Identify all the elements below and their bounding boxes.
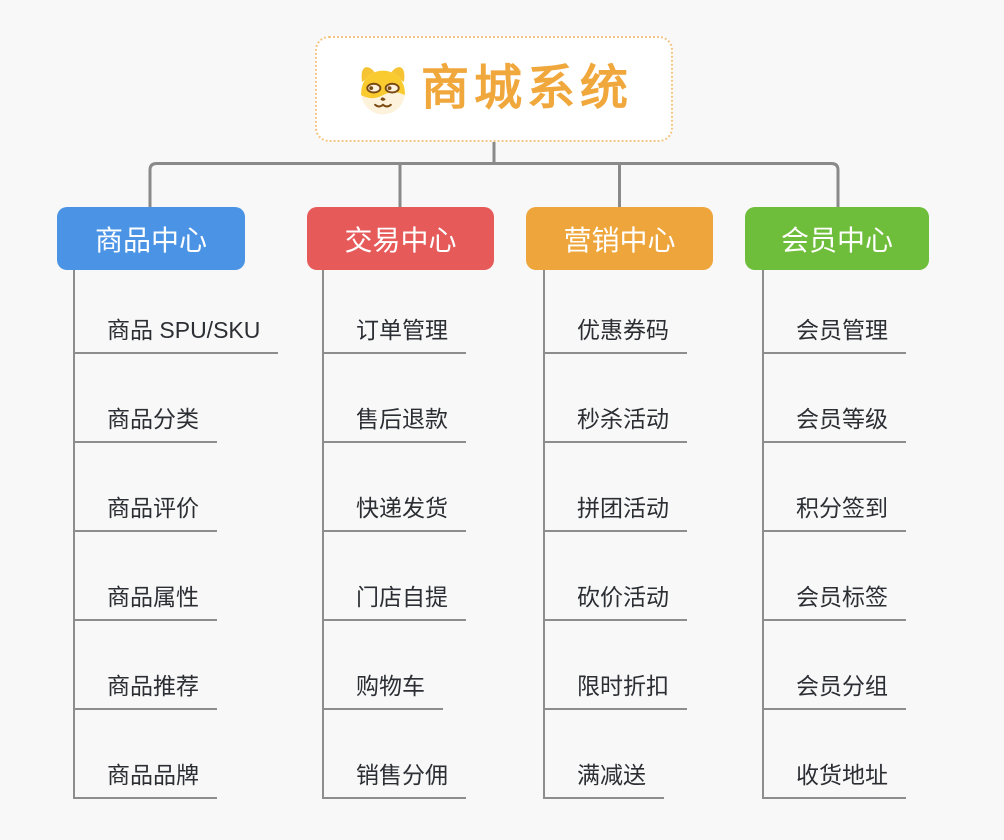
leaf-node[interactable]: 销售分佣: [324, 761, 466, 799]
leaf-node[interactable]: 快递发货: [324, 494, 466, 532]
branch-label: 商品中心: [94, 224, 207, 256]
leaf-node[interactable]: 会员标签: [764, 583, 906, 621]
leaf-row: 限时折扣: [545, 621, 687, 710]
leaf-node[interactable]: 商品评价: [75, 494, 217, 532]
leaf-row: 优惠券码: [545, 270, 687, 354]
root-node[interactable]: 商城系统: [315, 36, 673, 142]
leaf-row: 收货地址: [764, 710, 906, 799]
branch-node-marketing-center[interactable]: 营销中心: [526, 207, 713, 270]
branch-node-product-center[interactable]: 商品中心: [57, 207, 245, 270]
leaf-column-member-center: 会员管理 会员等级 积分签到 会员标签 会员分组 收货地址: [762, 270, 906, 799]
leaf-row: 订单管理: [324, 270, 466, 354]
leaf-column-trade-center: 订单管理 售后退款 快递发货 门店自提 购物车 销售分佣: [322, 270, 466, 799]
leaf-node[interactable]: 商品属性: [75, 583, 217, 621]
leaf-node[interactable]: 积分签到: [764, 494, 906, 532]
leaf-node[interactable]: 满减送: [545, 761, 664, 799]
leaf-row: 砍价活动: [545, 532, 687, 621]
leaf-node[interactable]: 商品推荐: [75, 672, 217, 710]
leaf-row: 会员分组: [764, 621, 906, 710]
leaf-row: 积分签到: [764, 443, 906, 532]
leaf-node[interactable]: 订单管理: [324, 316, 466, 354]
leaf-node[interactable]: 收货地址: [764, 761, 906, 799]
leaf-row: 商品评价: [75, 443, 278, 532]
leaf-node[interactable]: 秒杀活动: [545, 405, 687, 443]
leaf-row: 会员等级: [764, 354, 906, 443]
leaf-node[interactable]: 售后退款: [324, 405, 466, 443]
leaf-row: 商品推荐: [75, 621, 278, 710]
leaf-row: 会员管理: [764, 270, 906, 354]
leaf-row: 购物车: [324, 621, 466, 710]
dog-face-icon: [361, 67, 405, 115]
leaf-column-product-center: 商品 SPU/SKU 商品分类 商品评价 商品属性 商品推荐 商品品牌: [73, 270, 279, 799]
leaf-node[interactable]: 购物车: [324, 672, 443, 710]
leaf-column-marketing-center: 优惠券码 秒杀活动 拼团活动 砍价活动 限时折扣 满减送: [543, 270, 687, 799]
branch-bus-line: [148, 162, 840, 208]
branch-label: 会员中心: [780, 224, 893, 256]
branch-label: 交易中心: [344, 224, 457, 256]
root-title: 商城系统: [420, 62, 633, 115]
leaf-node[interactable]: 商品品牌: [75, 761, 217, 799]
leaf-row: 满减送: [545, 710, 687, 799]
leaf-row: 会员标签: [764, 532, 906, 621]
leaf-row: 拼团活动: [545, 443, 687, 532]
leaf-row: 商品属性: [75, 532, 278, 621]
leaf-row: 商品品牌: [75, 710, 278, 799]
branch-node-trade-center[interactable]: 交易中心: [307, 207, 494, 270]
leaf-row: 售后退款: [324, 354, 466, 443]
leaf-node[interactable]: 会员管理: [764, 316, 906, 354]
leaf-row: 商品分类: [75, 354, 278, 443]
leaf-node[interactable]: 商品 SPU/SKU: [75, 316, 279, 354]
leaf-row: 商品 SPU/SKU: [75, 270, 279, 354]
leaf-node[interactable]: 商品分类: [75, 405, 217, 443]
branch-node-member-center[interactable]: 会员中心: [745, 207, 929, 270]
leaf-node[interactable]: 门店自提: [324, 583, 466, 621]
leaf-node[interactable]: 限时折扣: [545, 672, 687, 710]
branch-label: 营销中心: [563, 224, 676, 256]
leaf-node[interactable]: 会员等级: [764, 405, 906, 443]
leaf-node[interactable]: 优惠券码: [545, 316, 687, 354]
leaf-node[interactable]: 拼团活动: [545, 494, 687, 532]
leaf-row: 门店自提: [324, 532, 466, 621]
leaf-node[interactable]: 砍价活动: [545, 583, 687, 621]
leaf-node[interactable]: 会员分组: [764, 672, 906, 710]
leaf-row: 快递发货: [324, 443, 466, 532]
leaf-row: 秒杀活动: [545, 354, 687, 443]
leaf-row: 销售分佣: [324, 710, 466, 799]
